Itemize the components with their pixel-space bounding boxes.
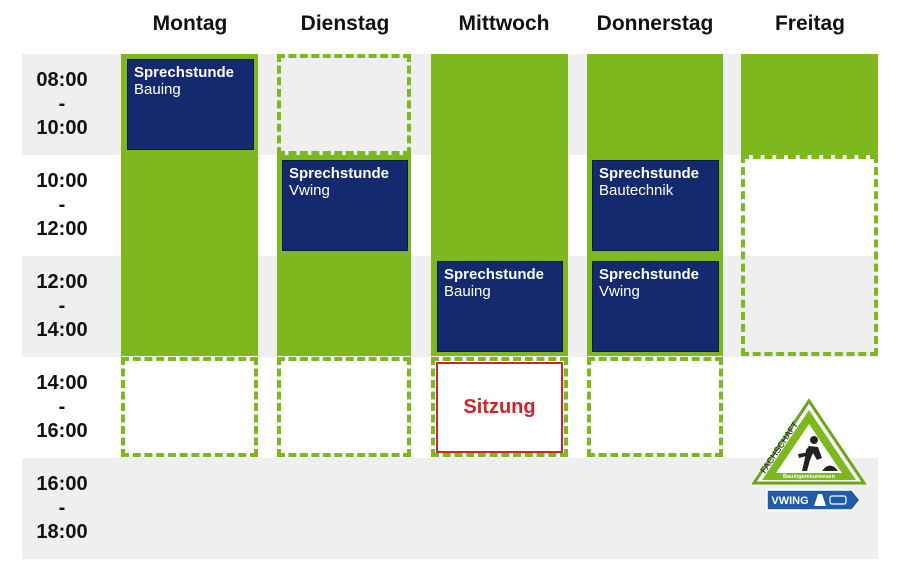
event-sprechstunde-montag[interactable]: Sprechstunde Bauing [127, 59, 254, 150]
time-from: 10:00 [36, 170, 88, 192]
logo-sign-text: VWING [771, 495, 808, 507]
event-title: Sprechstunde [289, 165, 390, 182]
event-sprechstunde-dienstag[interactable]: Sprechstunde Vwing [282, 160, 408, 251]
open-slot-freitag-1000 [741, 155, 878, 356]
time-to: 14:00 [36, 319, 88, 341]
construction-sign-icon: Bauingenieurwesen FACHSCHAFT VWING [751, 398, 867, 511]
time-slot-1600: 16:00 - 18:00 [22, 472, 102, 544]
day-header-montag: Montag [152, 12, 228, 35]
logo-subtitle: Bauingenieurwesen [783, 474, 836, 480]
open-slot-mittwoch-1400 [431, 357, 568, 457]
time-slot-1200: 12:00 - 14:00 [22, 270, 102, 342]
time-to: 12:00 [36, 218, 88, 240]
time-slot-1000: 10:00 - 12:00 [22, 169, 102, 241]
event-subtitle: Vwing [289, 182, 330, 199]
day-header-donnerstag: Donnerstag [596, 12, 714, 35]
time-to: 18:00 [36, 521, 88, 543]
time-separator: - [58, 194, 66, 216]
time-separator: - [58, 295, 66, 317]
time-to: 16:00 [36, 420, 88, 442]
event-subtitle: Bauing [444, 283, 491, 300]
open-slot-montag-1400 [121, 357, 258, 457]
open-slot-dienstag-1400 [277, 357, 411, 457]
time-slot-0800: 08:00 - 10:00 [22, 68, 102, 140]
day-header-dienstag: Dienstag [300, 12, 390, 35]
availability-block-freitag [741, 54, 878, 155]
event-title: Sprechstunde [599, 165, 700, 182]
event-title: Sprechstunde [599, 266, 700, 283]
road-icon [814, 494, 826, 506]
event-title: Sitzung [463, 396, 536, 418]
open-slot-donnerstag-1400 [587, 357, 723, 457]
day-header-mittwoch: Mittwoch [458, 12, 550, 35]
time-from: 12:00 [36, 271, 88, 293]
time-separator: - [58, 497, 66, 519]
fachschaft-logo: Bauingenieurwesen FACHSCHAFT VWING [751, 398, 872, 522]
event-subtitle: Bautechnik [599, 182, 674, 199]
open-slot-dienstag-0800 [277, 54, 411, 155]
event-subtitle: Vwing [599, 283, 640, 300]
event-title: Sprechstunde [134, 64, 235, 81]
time-from: 14:00 [36, 372, 88, 394]
event-sprechstunde-mittwoch[interactable]: Sprechstunde Bauing [437, 261, 563, 352]
event-subtitle: Bauing [134, 81, 181, 98]
event-title: Sprechstunde [444, 266, 545, 283]
day-header-freitag: Freitag [774, 12, 845, 35]
time-separator: - [58, 396, 66, 418]
event-sprechstunde-donnerstag-1000[interactable]: Sprechstunde Bautechnik [592, 160, 719, 251]
event-sitzung[interactable]: Sitzung [436, 362, 563, 453]
time-slot-1400: 14:00 - 16:00 [22, 371, 102, 443]
time-to: 10:00 [36, 117, 88, 139]
time-separator: - [58, 93, 66, 115]
time-from: 16:00 [36, 473, 88, 495]
row-background-1600 [22, 458, 878, 559]
time-from: 08:00 [36, 69, 88, 91]
event-sprechstunde-donnerstag-1200[interactable]: Sprechstunde Vwing [592, 261, 719, 352]
